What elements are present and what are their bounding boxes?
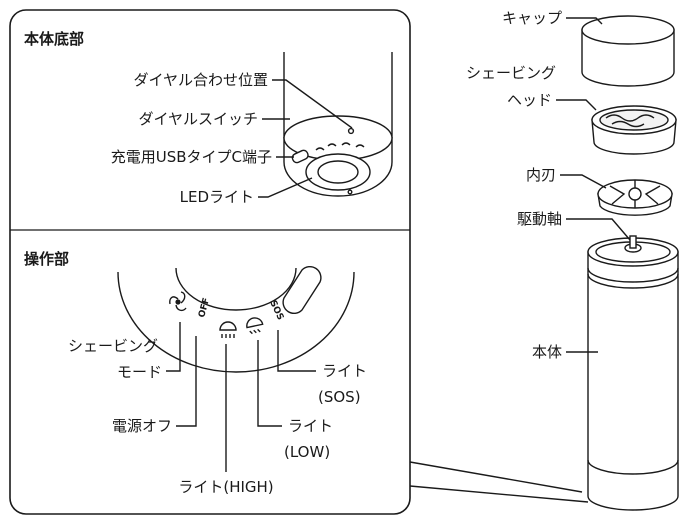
shaving-head-illustration xyxy=(591,105,677,155)
label-light-sos-line1: ライト xyxy=(322,362,367,380)
dial-align-dot xyxy=(347,127,355,135)
leader-led xyxy=(258,177,313,198)
label-shaving-head-line2: ヘッド xyxy=(507,91,552,109)
leader-shaving-mode xyxy=(166,322,181,372)
label-light-low-line1: ライト xyxy=(288,417,333,435)
light-high-icon xyxy=(219,321,237,338)
label-shaving-head-line1: シェービング xyxy=(466,64,556,82)
leader-light-low xyxy=(257,340,282,427)
label-light-low-line2: (LOW) xyxy=(284,443,330,461)
leader-power-off xyxy=(176,336,197,427)
body-illustration xyxy=(587,235,679,511)
section-title-operation: 操作部 xyxy=(24,250,69,268)
section-title-bottom: 本体底部 xyxy=(24,30,84,48)
dial-mark-off: OFF xyxy=(197,297,212,319)
body-bottom-illustration xyxy=(283,52,393,197)
usb-port xyxy=(291,149,309,164)
label-light-sos-line2: (SOS) xyxy=(318,388,361,406)
leader-drive-shaft xyxy=(566,218,631,241)
shaving-mode-icon xyxy=(169,291,187,312)
label-light-high: ライト(HIGH) xyxy=(178,478,273,496)
leader-inner-blade xyxy=(560,174,607,189)
leader-light-sos xyxy=(277,330,316,372)
label-led-light: LEDライト xyxy=(180,188,254,206)
operation-dial-illustration xyxy=(117,266,355,373)
label-body: 本体 xyxy=(532,343,562,361)
label-shaving-mode-line2: モード xyxy=(117,363,162,381)
inner-blade-illustration xyxy=(597,179,673,216)
leader-dial-align xyxy=(272,79,353,129)
label-dial-switch: ダイヤルスイッチ xyxy=(138,110,258,128)
cap-illustration xyxy=(581,15,675,87)
label-cap: キャップ xyxy=(502,9,562,27)
callout-line-lower xyxy=(409,485,589,503)
label-power-off: 電源オフ xyxy=(112,417,172,435)
label-usb-port: 充電用USBタイプC端子 xyxy=(111,148,272,166)
light-low-icon xyxy=(246,317,264,335)
label-shaving-mode-line1: シェービング xyxy=(68,337,158,355)
leader-shaving-head xyxy=(556,99,597,111)
callout-line-upper xyxy=(409,461,583,493)
usb-cover xyxy=(282,266,322,314)
label-drive-shaft: 駆動軸 xyxy=(517,210,562,228)
leader-cap xyxy=(566,17,603,25)
label-inner-blade: 内刃 xyxy=(526,166,556,184)
label-dial-align: ダイヤル合わせ位置 xyxy=(133,71,268,89)
